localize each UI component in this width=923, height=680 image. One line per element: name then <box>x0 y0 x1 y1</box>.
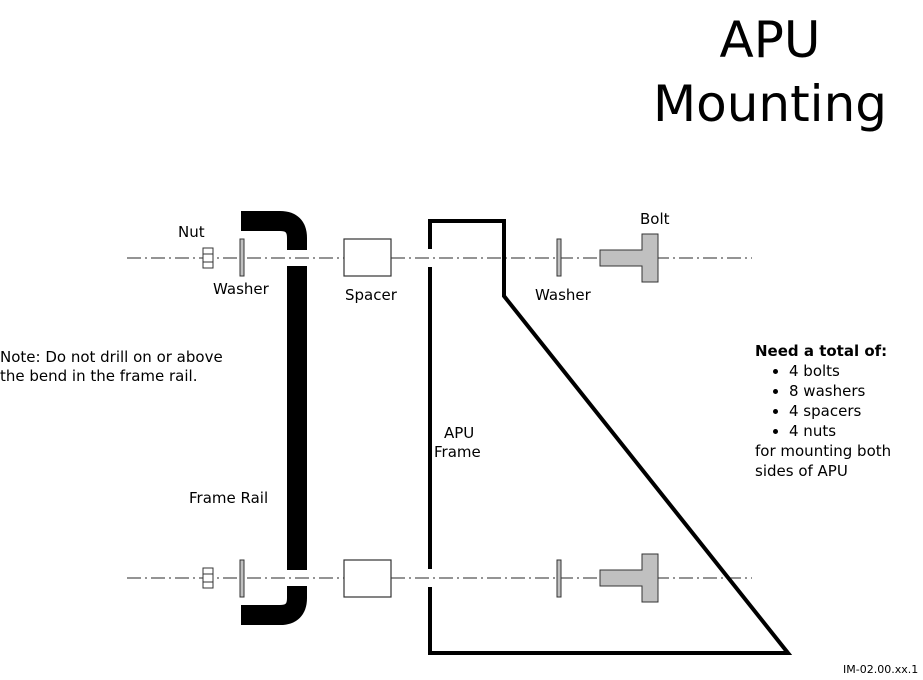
totals-footer-2: sides of APU <box>755 462 848 480</box>
frame-rail <box>241 211 307 625</box>
label-nut: Nut <box>178 223 205 241</box>
document-id: IM-02.00.xx.1 <box>843 663 919 676</box>
washer-right-upper <box>556 238 562 277</box>
totals-item: 8 washers <box>789 381 891 401</box>
title-line-1: APU <box>719 11 821 69</box>
totals-item: 4 spacers <box>789 401 891 421</box>
title-line-2: Mounting <box>652 75 888 133</box>
drill-note: Note: Do not drill on or above the bend … <box>0 348 223 386</box>
label-spacer: Spacer <box>345 286 397 304</box>
totals-item: 4 bolts <box>789 361 891 381</box>
washer-left-lower <box>239 559 245 598</box>
totals-item: 4 nuts <box>789 421 891 441</box>
washer-left-upper <box>239 238 245 277</box>
nut-lower <box>202 567 214 589</box>
note-line-1: Note: Do not drill on or above <box>0 348 223 366</box>
washer-right-lower <box>556 559 562 598</box>
label-bolt: Bolt <box>640 210 670 228</box>
label-washer-right: Washer <box>535 286 591 304</box>
totals-list: 4 bolts 8 washers 4 spacers 4 nuts <box>755 361 891 441</box>
page-title: APU Mounting <box>640 8 900 136</box>
label-frame-rail: Frame Rail <box>189 489 269 507</box>
nut-upper <box>202 247 214 269</box>
bolt-lower <box>599 553 659 603</box>
parts-totals: Need a total of: 4 bolts 8 washers 4 spa… <box>755 341 891 481</box>
note-line-2: the bend in the frame rail. <box>0 367 198 385</box>
bolt-upper <box>599 233 659 283</box>
spacer-upper <box>343 238 392 277</box>
label-washer-left: Washer <box>213 280 269 298</box>
label-apu-frame-1: APU <box>444 424 475 442</box>
totals-heading: Need a total of: <box>755 342 888 360</box>
totals-footer-1: for mounting both <box>755 442 892 460</box>
apu-frame <box>428 219 793 655</box>
label-apu-frame-2: Frame <box>434 443 481 461</box>
spacer-lower <box>343 559 392 598</box>
